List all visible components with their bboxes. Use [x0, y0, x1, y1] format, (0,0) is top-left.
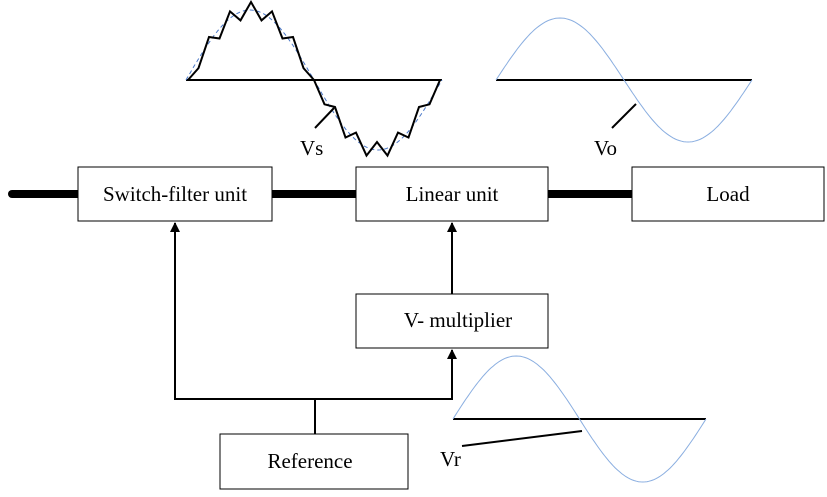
signal-paths	[170, 222, 457, 434]
v-multiplier-block[interactable]: V- multiplier	[355, 293, 549, 349]
load-box	[631, 166, 825, 222]
switch-filter-box	[77, 166, 273, 222]
linear-unit-box	[355, 166, 549, 222]
vr-label: Vr	[440, 447, 461, 471]
reference-to-switch-filter-arrow	[170, 222, 315, 400]
vo-label: Vo	[594, 136, 617, 160]
switch-filter-block[interactable]: Switch-filter unit	[77, 166, 273, 222]
reference-block[interactable]: Reference	[219, 433, 409, 490]
vo-sine	[495, 17, 753, 143]
reference-box	[219, 433, 409, 490]
vs-label: Vs	[300, 136, 323, 160]
vr-label-leader	[461, 430, 583, 447]
switch-filter-label: Switch-filter unit	[103, 182, 247, 206]
vr-waveform: Vr	[440, 355, 707, 483]
load-label: Load	[706, 182, 750, 206]
linear-unit-label: Linear unit	[406, 182, 499, 206]
linear-unit-block[interactable]: Linear unit	[355, 166, 549, 222]
vo-label-leader	[611, 103, 637, 129]
vs-label-leader	[314, 107, 335, 129]
load-block[interactable]: Load	[631, 166, 825, 222]
v-multiplier-label: V- multiplier	[404, 308, 512, 332]
vo-waveform: Vo	[495, 17, 753, 160]
vs-waveform: Vs	[185, 0, 443, 160]
vr-sine	[452, 355, 707, 483]
reference-label: Reference	[267, 449, 352, 473]
reference-to-multiplier-arrow	[315, 349, 457, 400]
v-multiplier-box	[355, 293, 549, 349]
vs-switched-waveform	[187, 0, 441, 158]
